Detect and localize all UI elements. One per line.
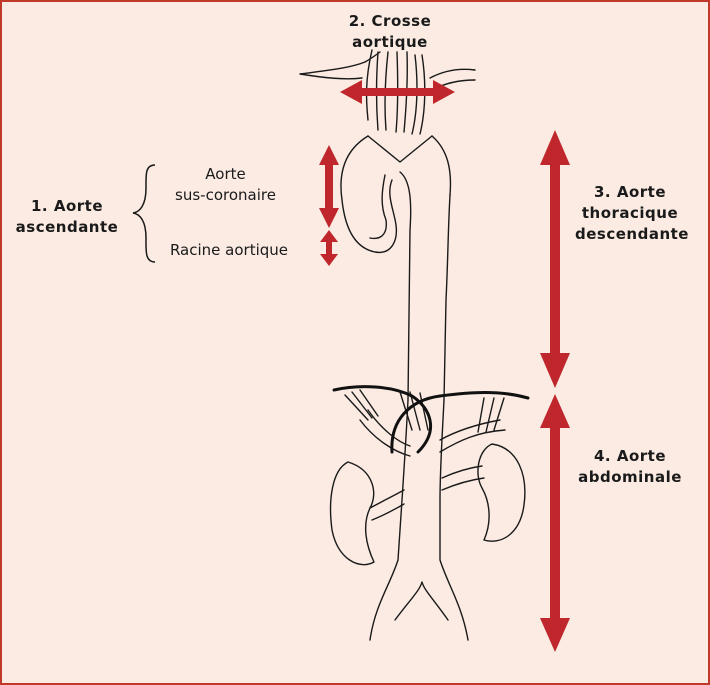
label-sus-coronaire-line2: sus-coronaire (175, 186, 276, 204)
label-thoracique-line2: thoracique (581, 204, 679, 222)
label-thoracique: 3. Aorte thoracique descendante (575, 182, 689, 245)
arrow-abdominale (540, 394, 570, 652)
label-ascendante-line2: ascendante (15, 218, 119, 236)
abd-left (369, 399, 409, 641)
label-ascendante: 1. Aorte ascendante (12, 196, 122, 238)
celiac (359, 409, 411, 457)
arch-junction (367, 135, 433, 163)
label-sus-coronaire: Aorte sus-coronaire (158, 164, 293, 206)
diaphragm-left (332, 385, 432, 454)
root-fold (369, 174, 387, 240)
label-crosse: 2. Crosse aortique (340, 11, 440, 53)
label-abdominale: 4. Aorte abdominale (575, 446, 685, 488)
left-kidney (329, 461, 375, 566)
label-sus-coronaire-line1: Aorte (205, 165, 246, 183)
label-crosse-line1: 2. Crosse (348, 12, 432, 30)
arrow-racine (320, 230, 338, 266)
label-abdominale-line2: abdominale (578, 468, 682, 486)
abd-right (439, 399, 469, 641)
label-thoracique-line3: descendante (575, 225, 689, 243)
arrow-thoracique (540, 130, 570, 388)
aorta-outline (299, 49, 526, 641)
mesenteric (439, 419, 506, 453)
right-renal (441, 465, 485, 491)
left-vessel (299, 61, 366, 80)
bifurcation (394, 581, 449, 621)
diaphragm (332, 385, 530, 454)
label-crosse-line2: aortique (352, 33, 428, 51)
desc-aorta-left (399, 171, 412, 401)
bracket (132, 164, 156, 263)
right-kidney (477, 443, 526, 542)
ascending-aorta (340, 135, 398, 254)
label-ascendante-line1: 1. Aorte (30, 197, 103, 215)
desc-aorta-right (443, 194, 451, 401)
label-racine: Racine aortique (169, 241, 289, 259)
diaphragm-right (390, 391, 530, 454)
arrows (319, 80, 570, 652)
arrow-sus-coronaire (319, 145, 339, 228)
arrow-crosse (340, 80, 455, 104)
label-thoracique-line1: 3. Aorte (593, 183, 666, 201)
left-renal (369, 489, 405, 521)
label-abdominale-line1: 4. Aorte (593, 447, 666, 465)
arch-outer (431, 135, 452, 196)
